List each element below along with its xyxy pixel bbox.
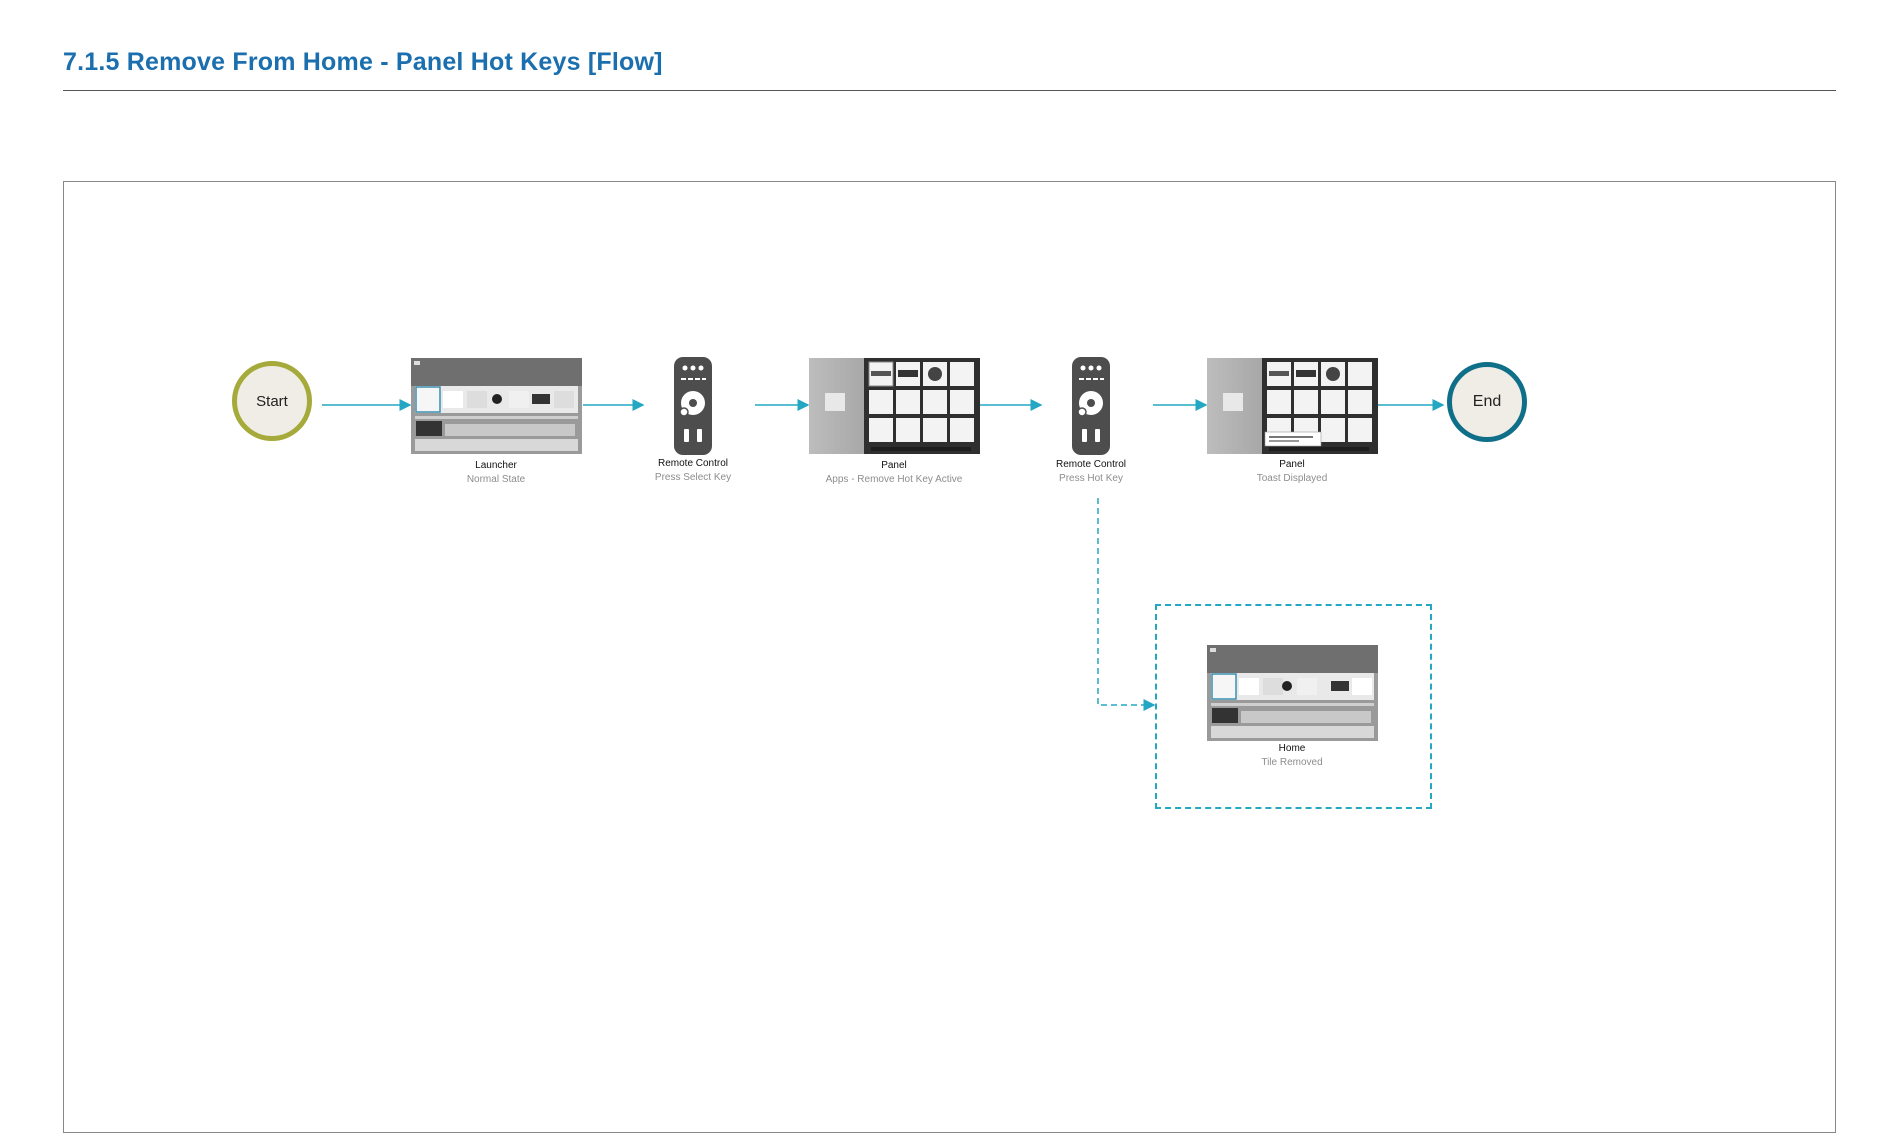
remote-icon [674, 357, 712, 455]
end-node: End [1447, 362, 1527, 442]
panel2-title: Panel [1279, 459, 1305, 470]
remote2-subtitle: Press Hot Key [1059, 473, 1123, 484]
remote-control-2 [1072, 357, 1110, 455]
home-screenshot [1207, 645, 1378, 755]
panel1-title: Panel [881, 460, 907, 471]
panel2-subtitle: Toast Displayed [1256, 473, 1328, 484]
home-subtitle: Tile Removed [1261, 757, 1323, 768]
page-title: 7.1.5 Remove From Home - Panel Hot Keys … [63, 48, 663, 76]
start-node: Start [232, 361, 312, 441]
connector-remote2-home [1097, 498, 1156, 711]
launcher-title: Launcher [475, 460, 517, 471]
home-title: Home [1278, 743, 1306, 754]
remote-control-1 [674, 357, 712, 455]
home-caption: Home Tile Removed [1192, 742, 1392, 770]
launcher-subtitle: Normal State [466, 474, 526, 485]
launcher-screenshot [411, 358, 582, 454]
remote2-title: Remote Control [1055, 459, 1127, 470]
remote1-subtitle: Press Select Key [654, 472, 732, 483]
start-label: Start [256, 392, 288, 410]
alternate-outcome-box [1155, 604, 1432, 809]
remote-icon [1072, 357, 1110, 455]
panel-toast-screenshot [1207, 358, 1378, 454]
title-divider [63, 90, 1836, 91]
panel1-subtitle: Apps - Remove Hot Key Active [825, 474, 963, 485]
panel2-caption: Panel Toast Displayed [1192, 458, 1392, 486]
launcher-caption: Launcher Normal State [396, 459, 596, 487]
remote2-caption: Remote Control Press Hot Key [991, 458, 1191, 486]
panel1-caption: Panel Apps - Remove Hot Key Active [794, 459, 994, 487]
end-label: End [1472, 393, 1502, 410]
remote1-title: Remote Control [657, 458, 729, 469]
remote1-caption: Remote Control Press Select Key [593, 457, 793, 485]
panel-apps-screenshot [809, 358, 980, 454]
